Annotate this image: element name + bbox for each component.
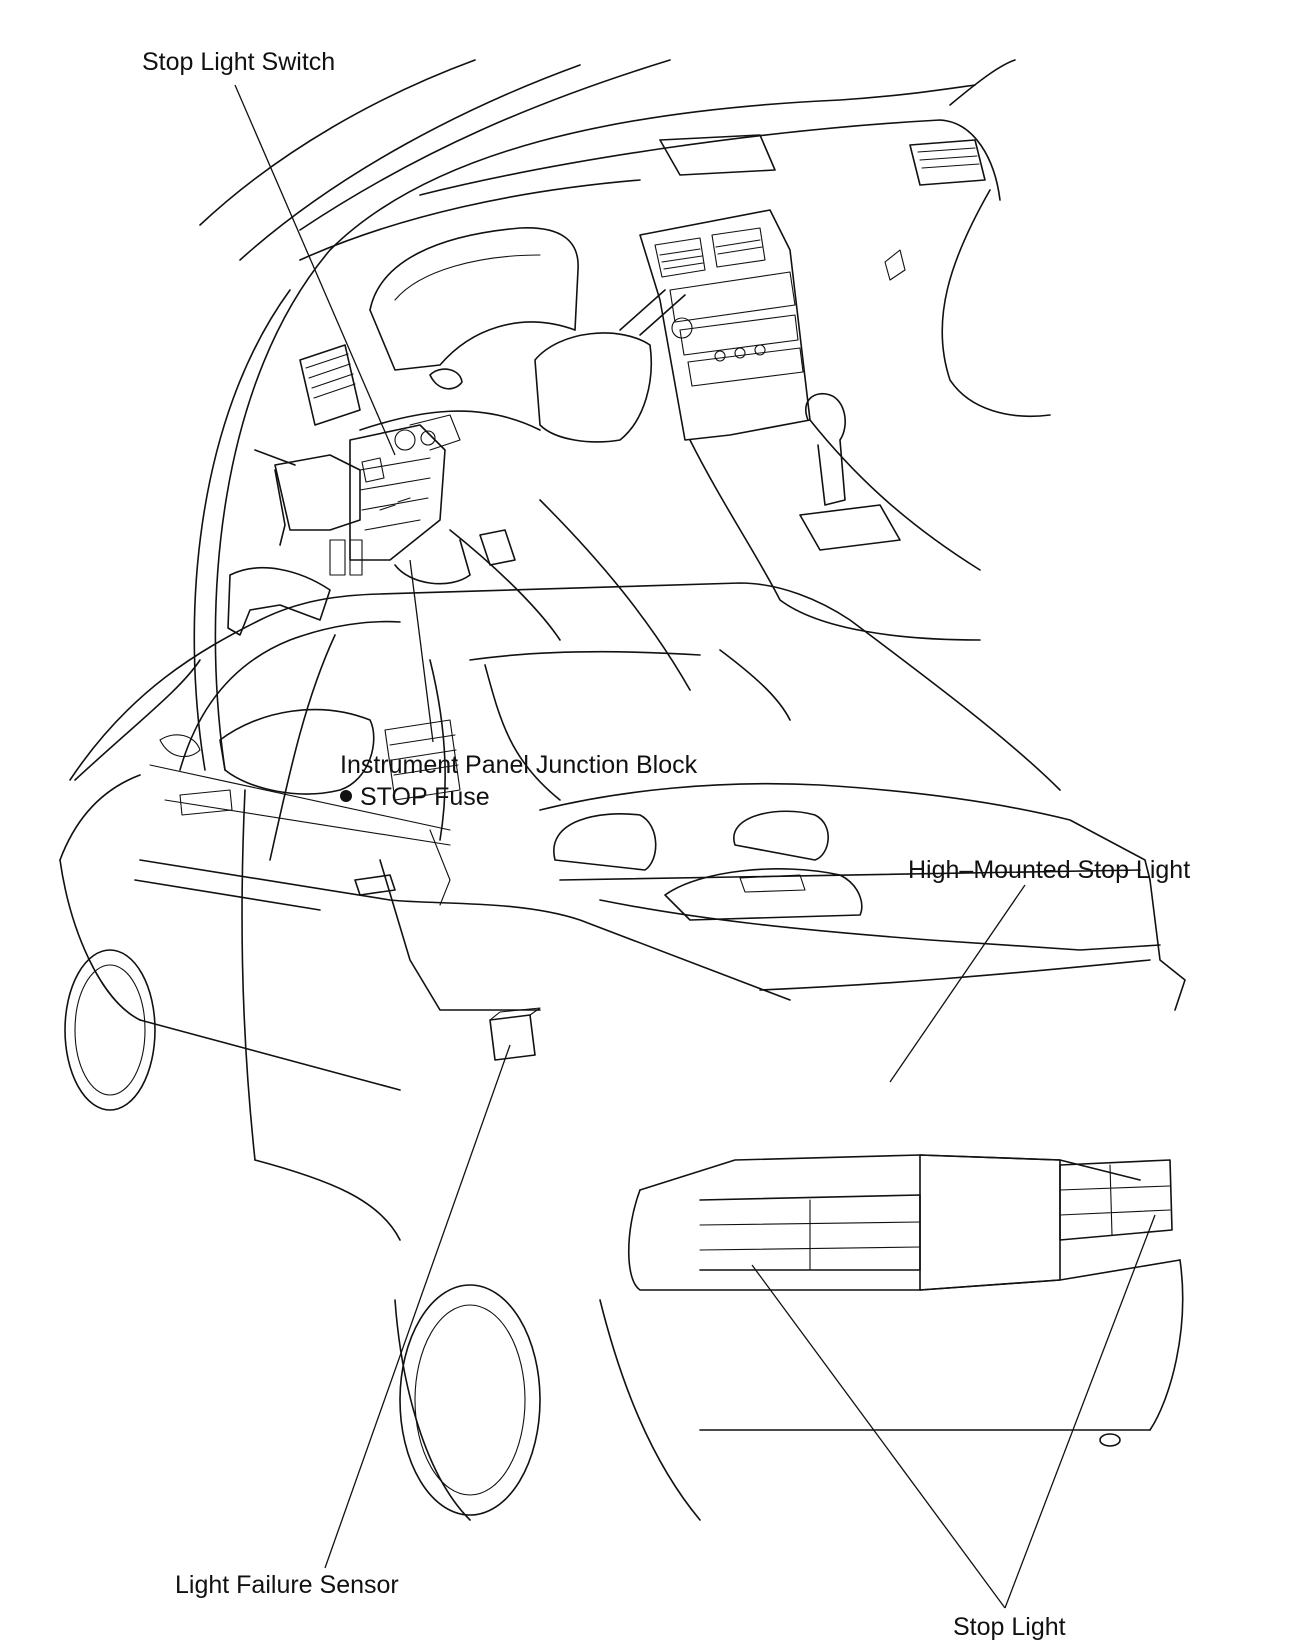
high-mounted-stop-light-label: High–Mounted Stop Light bbox=[908, 856, 1191, 884]
junction-block-label: Instrument Panel Junction Block bbox=[340, 751, 698, 779]
light-failure-sensor-leader bbox=[324, 1044, 511, 1569]
junction-block-leader bbox=[409, 559, 434, 743]
car-illustration bbox=[59, 582, 1186, 1521]
bullet-icon bbox=[340, 790, 352, 802]
stop-light-switch-label: Stop Light Switch bbox=[142, 48, 336, 76]
stop-light-label: Stop Light bbox=[953, 1613, 1066, 1641]
high-mounted-stop-light-leader bbox=[889, 884, 1026, 1083]
stop-light-right-leader bbox=[1004, 1214, 1156, 1609]
stop-fuse-callout: STOP Fuse bbox=[340, 782, 490, 812]
stop-fuse-label: STOP Fuse bbox=[360, 783, 490, 811]
stop-light-switch-leader bbox=[234, 84, 396, 456]
light-failure-sensor-label: Light Failure Sensor bbox=[175, 1571, 399, 1599]
stop-light-left-leader bbox=[751, 1264, 1006, 1609]
